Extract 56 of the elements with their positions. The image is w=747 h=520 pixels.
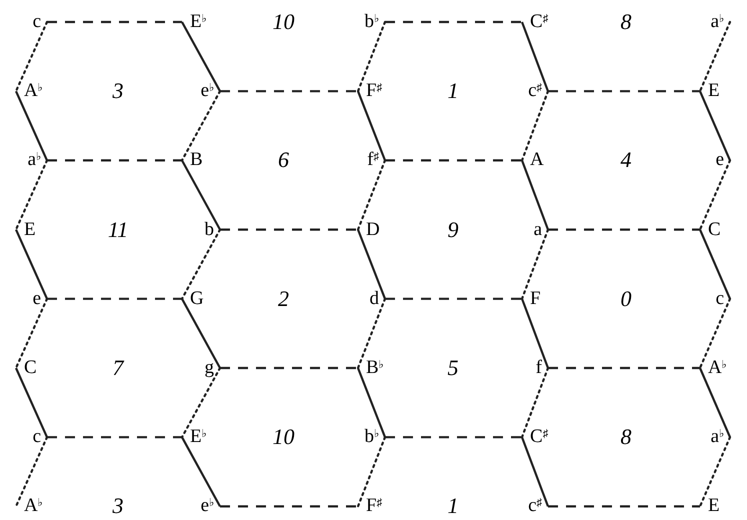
note-label: C	[708, 220, 721, 239]
hexagon-number: 10	[272, 426, 294, 448]
hexagon-number: 1	[448, 80, 458, 102]
note-label: F	[530, 288, 541, 308]
note-label: A$^{♭}$	[708, 358, 727, 377]
note-label: a$^{♭}$	[28, 150, 41, 170]
note-label: c$^{♯}$	[528, 496, 542, 516]
note-label: e$^{♭}$	[200, 496, 214, 516]
hexagon-number: 8	[620, 426, 632, 448]
note-label: D	[366, 220, 380, 239]
hexagon-number: 10	[272, 11, 294, 33]
note-label: E	[24, 220, 36, 239]
note-label: a$^{♭}$	[710, 12, 724, 31]
note-label: E	[708, 81, 720, 100]
hexagon-number: 5	[448, 357, 458, 379]
hexagon-number: 4	[620, 149, 632, 172]
note-label: c	[32, 12, 41, 31]
note-label: g	[204, 358, 214, 377]
note-label: F$^{♯}$	[366, 81, 382, 100]
note-label: e	[32, 288, 41, 308]
note-label: C$^{♯}$	[530, 427, 548, 446]
note-label: f$^{♯}$	[367, 150, 379, 170]
hexagon-number: 7	[112, 357, 124, 379]
hexagon-number: 2	[278, 288, 289, 310]
note-label: d	[370, 288, 379, 308]
hexagon-number: 1	[448, 495, 458, 518]
hexagon-number: 8	[620, 11, 632, 33]
hexagon-number: 3	[112, 80, 124, 102]
note-label: e$^{♭}$	[200, 81, 214, 100]
note-label: A$^{♭}$	[24, 496, 43, 516]
note-label: E$^{♭}$	[190, 12, 207, 31]
note-label: B	[190, 150, 203, 170]
note-label: G	[190, 288, 204, 308]
note-label: c$^{♯}$	[528, 81, 542, 100]
hexagon-number: 6	[278, 149, 289, 172]
hexagon-number: 3	[112, 495, 124, 518]
note-label: A$^{♭}$	[24, 81, 43, 100]
hexagon-number: 0	[620, 288, 632, 310]
note-label: a$^{♭}$	[710, 427, 724, 446]
note-label: E$^{♭}$	[190, 427, 207, 446]
note-label: B$^{♭}$	[366, 358, 384, 377]
note-label: E	[708, 496, 720, 516]
note-label: b$^{♭}$	[364, 427, 379, 446]
note-label: C$^{♯}$	[530, 12, 548, 31]
note-label: a	[534, 220, 542, 239]
note-label: C	[24, 358, 37, 377]
note-label: f	[536, 358, 542, 377]
note-label: b$^{♭}$	[364, 12, 379, 31]
hexagon-number: 9	[448, 218, 458, 241]
hexagon-number: 11	[108, 218, 128, 241]
note-label: c	[716, 288, 724, 308]
note-label: c	[32, 427, 41, 446]
note-label: F$^{♯}$	[366, 496, 382, 516]
note-label: A	[530, 150, 544, 170]
note-label: e	[716, 150, 724, 170]
note-label: b	[204, 220, 214, 239]
